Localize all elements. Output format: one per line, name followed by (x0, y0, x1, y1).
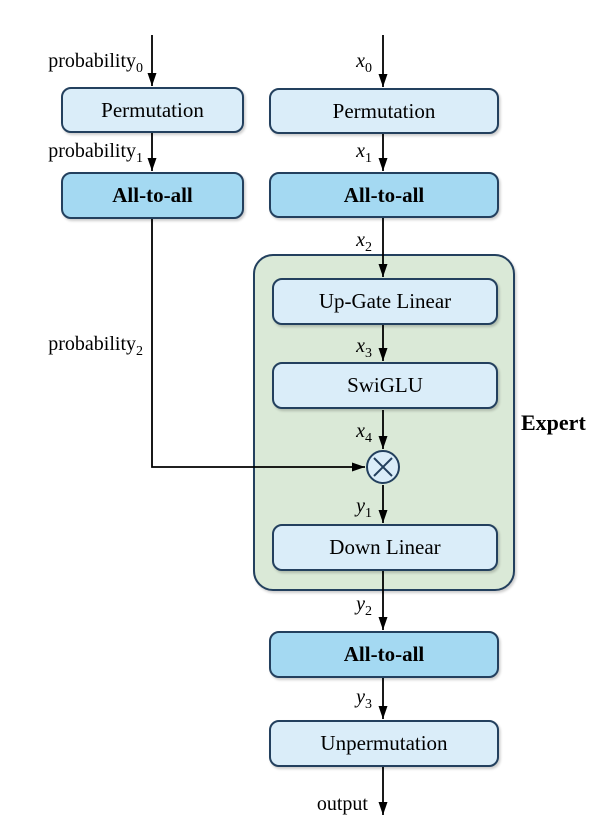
expert-group-label: Expert (521, 410, 586, 435)
permutation-prob-box: Permutation (61, 87, 244, 133)
edge-label-y2: y2 (356, 593, 372, 619)
all-to-all-out-box: All-to-all (269, 631, 499, 678)
edge-label-x0: x0 (356, 50, 372, 76)
edge-label-output: output (316, 793, 368, 815)
permutation-prob-label: Permutation (101, 97, 204, 122)
edge-label-x4: x4 (356, 420, 372, 446)
down-linear-box: Down Linear (272, 524, 498, 571)
edge-label-x3: x3 (356, 335, 372, 361)
swiglu-label: SwiGLU (347, 373, 423, 397)
up-gate-linear-label: Up-Gate Linear (318, 289, 452, 313)
swiglu-box: SwiGLU (272, 362, 498, 409)
edge-label-x1: x1 (356, 140, 372, 166)
circled-times-icon (373, 457, 393, 477)
edge-label-probability1: probability1 (48, 140, 143, 166)
unpermutation-box: Unpermutation (269, 720, 499, 767)
edge-label-probability2: probability2 (48, 333, 143, 359)
all-to-all-prob-label: All-to-all (112, 183, 193, 207)
down-linear-label: Down Linear (329, 535, 441, 559)
all-to-all-x-box: All-to-all (269, 172, 499, 218)
all-to-all-out-label: All-to-all (343, 642, 425, 666)
edge-label-probability0: probability0 (48, 50, 143, 76)
edge-label-x2: x2 (356, 229, 372, 255)
permutation-x-label: Permutation (332, 98, 436, 123)
up-gate-linear-box: Up-Gate Linear (272, 278, 498, 325)
unpermutation-label: Unpermutation (320, 731, 448, 755)
edge-label-y1: y1 (356, 495, 372, 521)
multiply-node (366, 450, 400, 484)
permutation-x-box: Permutation (269, 88, 499, 134)
all-to-all-prob-box: All-to-all (61, 172, 244, 219)
all-to-all-x-label: All-to-all (343, 182, 425, 207)
edge-label-y3: y3 (356, 686, 372, 712)
